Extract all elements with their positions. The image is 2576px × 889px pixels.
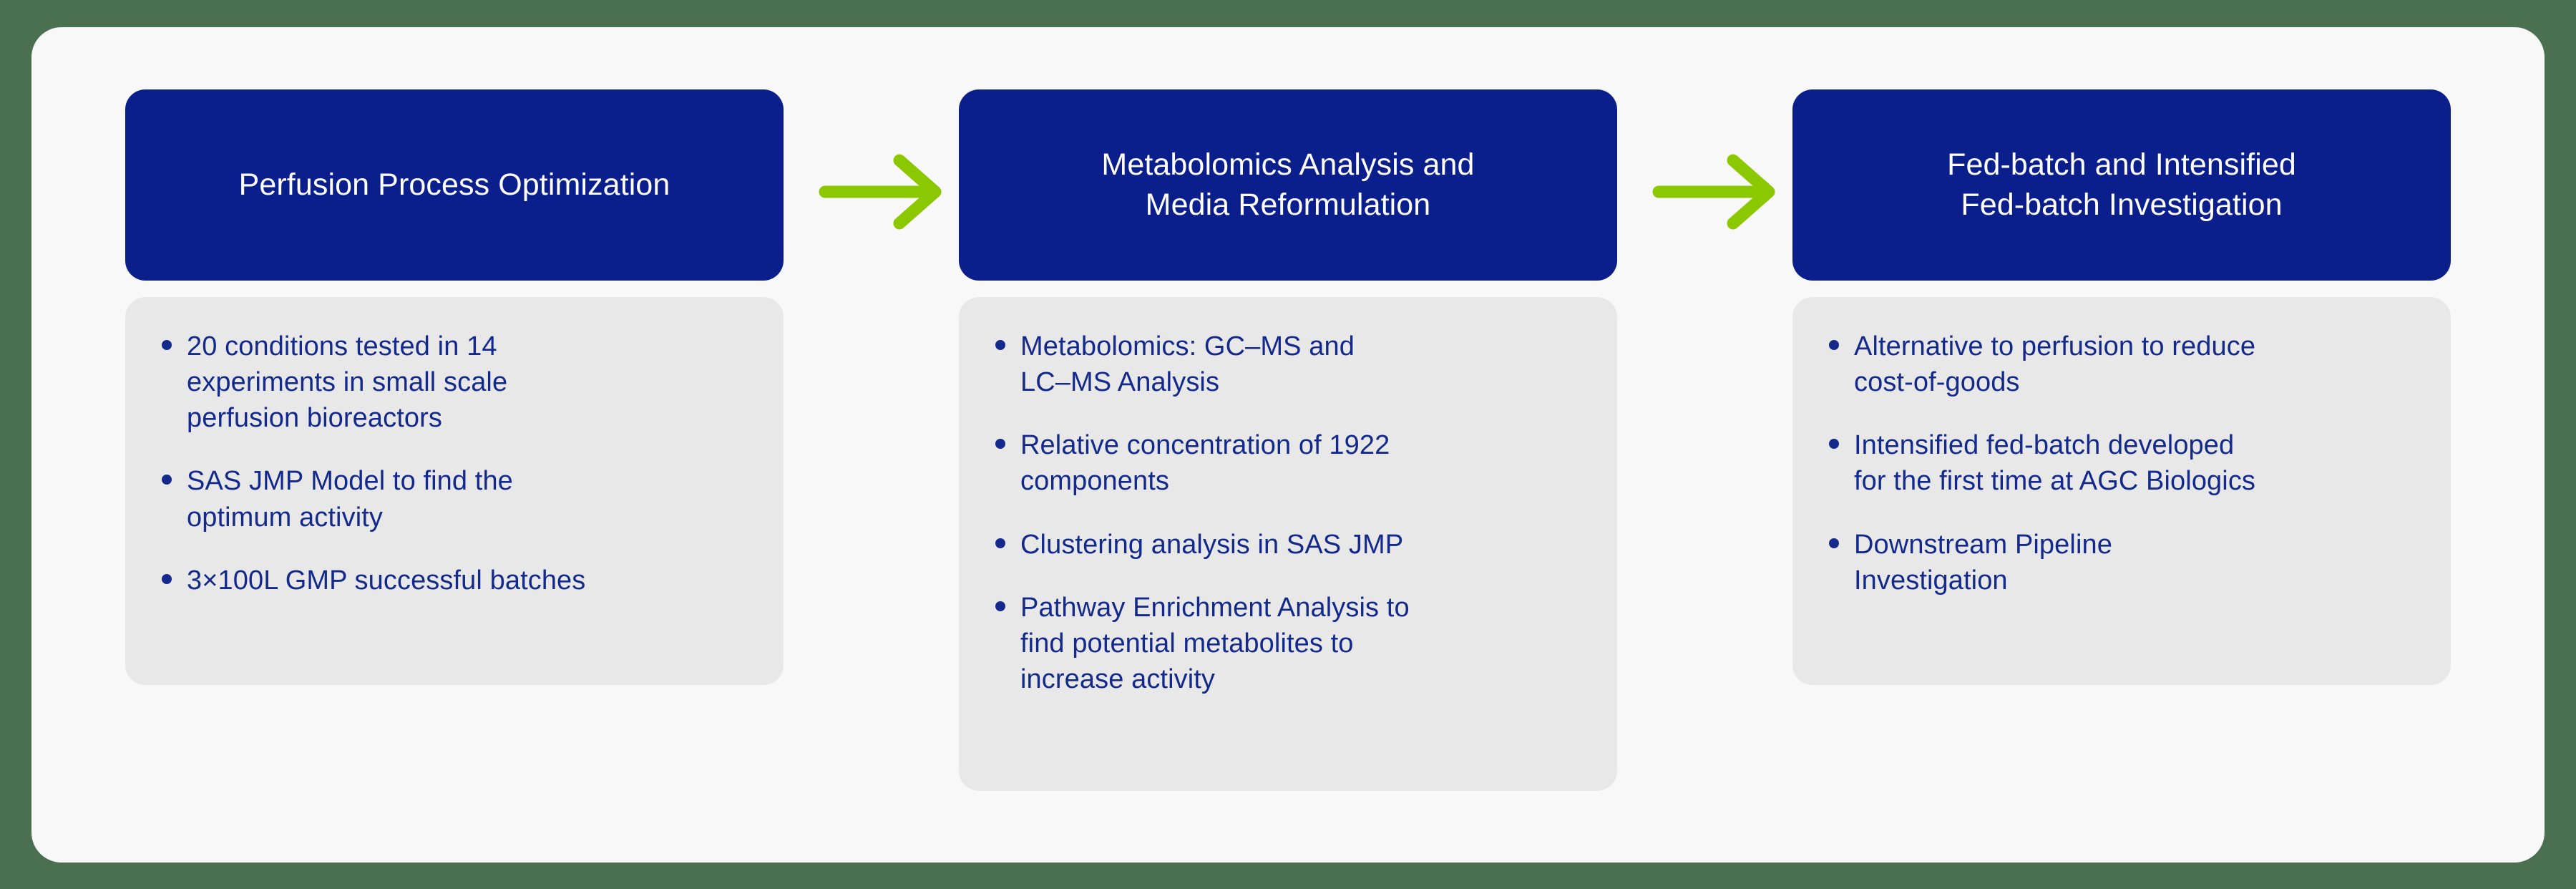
list-item: 20 conditions tested in 14 experiments i… [125,329,755,436]
bullet-text: Intensified fed-batch developed for the … [1854,430,2256,497]
bullet-dot-icon [980,527,1020,548]
list-item: Relative concentration of 1922 component… [959,427,1589,499]
stage-1-header: Perfusion Process Optimization [125,89,784,281]
list-item: Clustering analysis in SAS JMP [959,527,1589,563]
bullet-dot-icon [980,329,1020,350]
bullet-dot-icon [147,329,187,350]
process-stage-2: Metabolomics Analysis and Media Reformul… [959,89,1617,791]
list-item: Intensified fed-batch developed for the … [1792,427,2422,499]
process-stage-1: Perfusion Process Optimization 20 condit… [125,89,784,685]
stage-2-body: Metabolomics: GC–MS and LC–MS Analysis R… [959,297,1617,791]
list-item: 3×100L GMP successful batches [125,563,755,598]
stage-2-bullet-list: Metabolomics: GC–MS and LC–MS Analysis R… [959,329,1589,697]
stage-1-bullet-list: 20 conditions tested in 14 experiments i… [125,329,755,598]
process-stage-3: Fed-batch and Intensified Fed-batch Inve… [1792,89,2451,685]
bullet-text: Alternative to perfusion to reduce cost-… [1854,331,2256,398]
arrow-right-icon [1650,149,1786,235]
list-item: Alternative to perfusion to reduce cost-… [1792,329,2422,400]
bullet-text: 3×100L GMP successful batches [187,565,586,596]
stage-1-body: 20 conditions tested in 14 experiments i… [125,297,784,685]
bullet-text: Metabolomics: GC–MS and LC–MS Analysis [1020,331,1355,398]
bullet-dot-icon [1814,329,1854,350]
diagram-card: Perfusion Process Optimization 20 condit… [31,27,2545,863]
stage-2-title: Metabolomics Analysis and Media Reformul… [1101,147,1475,222]
bullet-dot-icon [980,427,1020,450]
bullet-dot-icon [1814,427,1854,450]
stage-1-title: Perfusion Process Optimization [238,167,670,202]
bullet-text: Downstream Pipeline Investigation [1854,529,2112,596]
list-item: Pathway Enrichment Analysis to find pote… [959,590,1589,697]
process-flow-diagram: Perfusion Process Optimization 20 condit… [31,27,2545,863]
bullet-text: Clustering analysis in SAS JMP [1020,529,1404,560]
bullet-text: Relative concentration of 1922 component… [1020,430,1390,497]
list-item: Metabolomics: GC–MS and LC–MS Analysis [959,329,1589,400]
arrow-right-icon [816,149,952,235]
stage-3-bullet-list: Alternative to perfusion to reduce cost-… [1792,329,2422,598]
bullet-dot-icon [147,563,187,584]
stage-3-header: Fed-batch and Intensified Fed-batch Inve… [1792,89,2451,281]
list-item: Downstream Pipeline Investigation [1792,527,2422,598]
bullet-dot-icon [980,590,1020,611]
bullet-text: Pathway Enrichment Analysis to find pote… [1020,592,1410,695]
list-item: SAS JMP Model to find the optimum activi… [125,463,755,535]
bullet-dot-icon [1814,527,1854,548]
stage-3-title: Fed-batch and Intensified Fed-batch Inve… [1947,147,2296,222]
stage-2-header: Metabolomics Analysis and Media Reformul… [959,89,1617,281]
bullet-dot-icon [147,463,187,485]
bullet-text: SAS JMP Model to find the optimum activi… [187,466,513,533]
bullet-text: 20 conditions tested in 14 experiments i… [187,331,508,434]
stage-3-body: Alternative to perfusion to reduce cost-… [1792,297,2451,685]
